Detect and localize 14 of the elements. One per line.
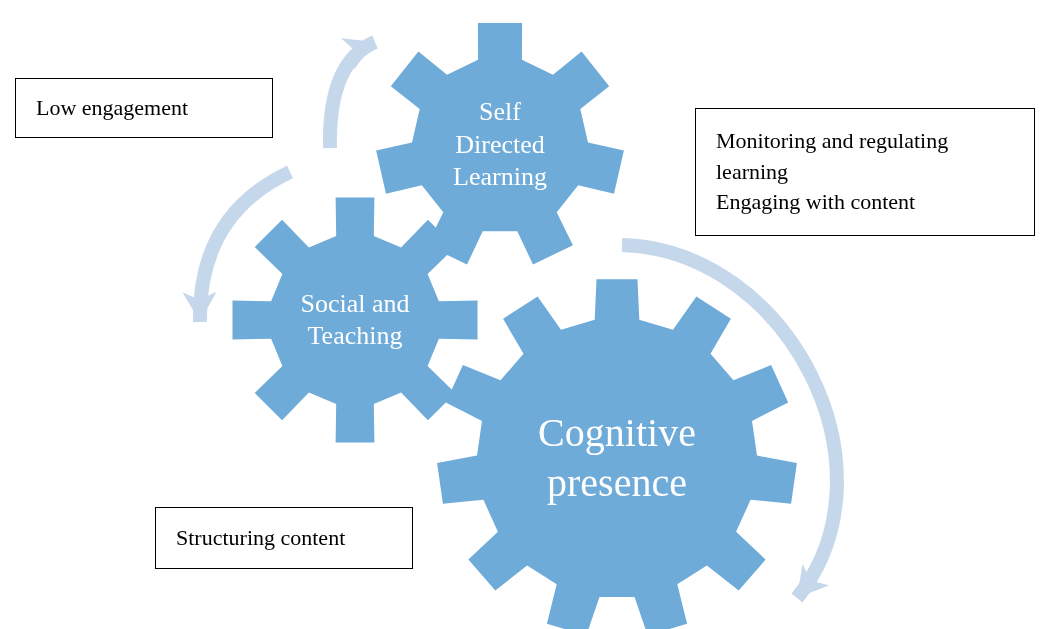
text-box [15, 78, 273, 138]
curved-arrow [183, 165, 294, 323]
gear-label: Cognitive presence [537, 409, 697, 507]
gear-label: Social and Teaching [299, 287, 411, 352]
text-box [155, 507, 413, 569]
text-box [695, 108, 1035, 236]
gear-shape [437, 278, 797, 629]
gear-label: Self Directed Learning [452, 96, 548, 194]
note-text: Low engagement [36, 93, 190, 122]
curved-arrow [323, 35, 379, 148]
note-text: Engaging with content [716, 188, 917, 217]
curved-arrow [621, 238, 844, 602]
note-text: Monitoring and regulating learning [716, 126, 950, 186]
note-text: Structuring content [176, 523, 347, 552]
